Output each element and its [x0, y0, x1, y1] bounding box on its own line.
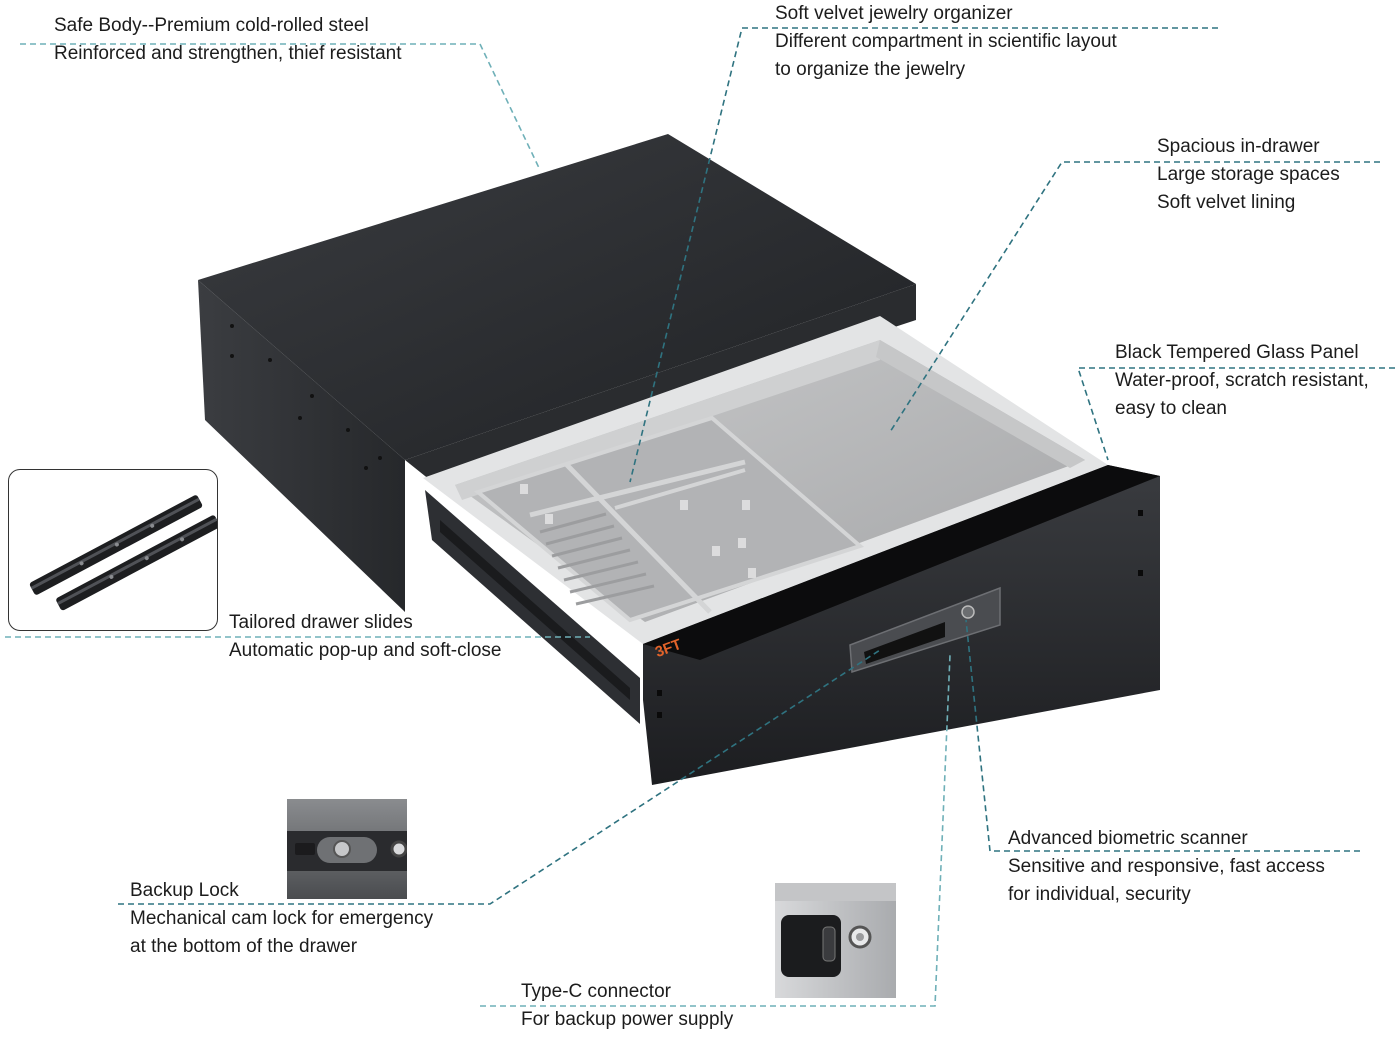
- callout-spacious: Spacious in-drawer Large storage spaces …: [1157, 133, 1340, 217]
- callout-title: Soft velvet jewelry organizer: [775, 3, 1013, 24]
- callout-line: easy to clean: [1115, 398, 1227, 419]
- callout-line: Different compartment in scientific layo…: [775, 31, 1117, 52]
- callout-safe-body: Safe Body--Premium cold-rolled steel Rei…: [54, 12, 401, 68]
- callout-biometric: Advanced biometric scanner Sensitive and…: [1008, 825, 1325, 909]
- callout-title: Spacious in-drawer: [1157, 136, 1320, 157]
- callout-title: Backup Lock: [130, 880, 239, 901]
- callout-line: Water-proof, scratch resistant,: [1115, 370, 1369, 391]
- drawer-slides-inset-image: [8, 469, 218, 631]
- callout-line: For backup power supply: [521, 1009, 734, 1030]
- drawer-slide-rail: [425, 490, 640, 724]
- callout-glass: Black Tempered Glass Panel Water-proof, …: [1115, 339, 1369, 423]
- callout-line: Mechanical cam lock for emergency: [130, 908, 434, 929]
- callout-line: to organize the jewelry: [775, 59, 966, 80]
- fingerprint-scanner-icon: [961, 605, 975, 619]
- jewelry-organizer: [473, 415, 864, 623]
- callout-line: Reinforced and strengthen, thief resista…: [54, 43, 402, 64]
- leader-lines: [5, 27, 1395, 1007]
- callout-title: Tailored drawer slides: [229, 612, 413, 633]
- callout-title: Advanced biometric scanner: [1008, 828, 1248, 849]
- backup-lock-inset-image: [287, 799, 407, 899]
- callout-slides: Tailored drawer slides Automatic pop-up …: [229, 609, 502, 665]
- safe-body: [198, 134, 916, 612]
- callout-typec: Type-C connector For backup power supply: [521, 978, 733, 1034]
- type-c-inset-image: [775, 883, 896, 998]
- callout-organizer: Soft velvet jewelry organizer Different …: [775, 0, 1117, 84]
- drawer-front-panel: [643, 465, 1160, 785]
- callout-title: Type-C connector: [521, 981, 671, 1002]
- callout-line: for individual, security: [1008, 884, 1191, 905]
- callout-backup-lock: Backup Lock Mechanical cam lock for emer…: [130, 877, 433, 961]
- callout-title: Safe Body--Premium cold-rolled steel: [54, 15, 369, 36]
- callout-line: at the bottom of the drawer: [130, 936, 358, 957]
- callout-line: Automatic pop-up and soft-close: [229, 640, 502, 661]
- callout-title: Black Tempered Glass Panel: [1115, 342, 1359, 363]
- callout-line: Soft velvet lining: [1157, 192, 1296, 213]
- callout-line: Large storage spaces: [1157, 164, 1340, 185]
- callout-line: Sensitive and responsive, fast access: [1008, 856, 1325, 877]
